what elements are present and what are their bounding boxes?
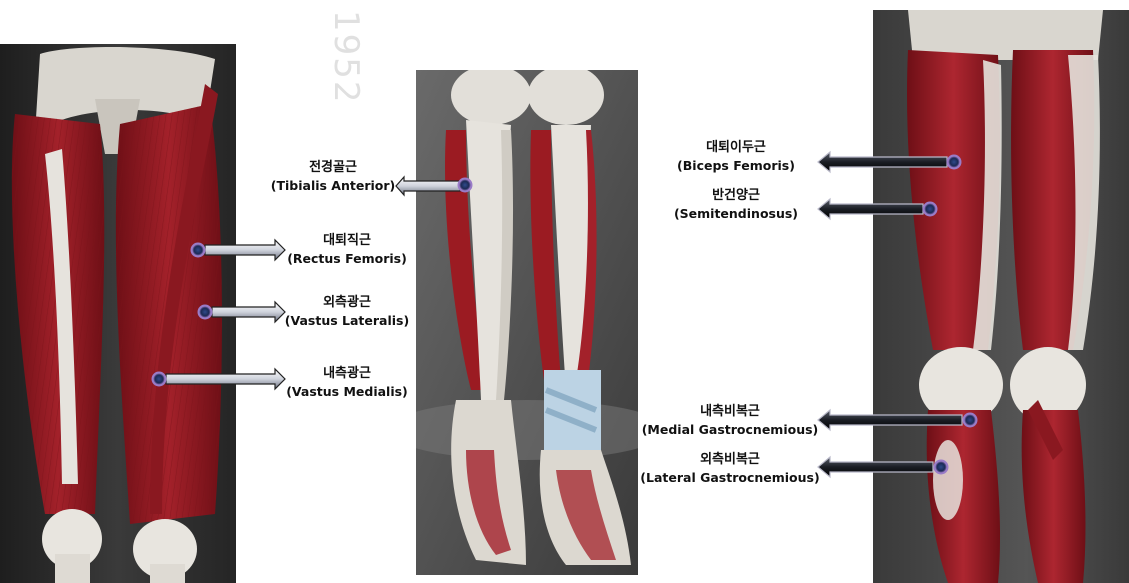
label-lateral-gastrocnemius: 외측비복근 (Lateral Gastrocnemious) — [640, 451, 820, 487]
label-medial-gastrocnemius: 내측비복근 (Medial Gastrocnemious) — [640, 403, 820, 439]
label-vastus-medialis: 내측광근 (Vastus Medialis) — [282, 365, 412, 401]
marker-rectus-femoris — [192, 244, 205, 257]
label-rectus-femoris: 대퇴직근 (Rectus Femoris) — [282, 232, 412, 268]
label-biceps-femoris: 대퇴이두근 (Biceps Femoris) — [666, 139, 806, 175]
arrow-biceps-femoris — [818, 152, 961, 172]
arrow-lateral-gastrocnemius — [818, 457, 948, 477]
label-vastus-lateralis: 외측광근 (Vastus Lateralis) — [282, 294, 412, 330]
marker-semitendinosus — [924, 203, 937, 216]
label-biceps-femoris-en: (Biceps Femoris) — [666, 157, 806, 175]
arrow-vastus-lateralis — [199, 302, 286, 322]
arrow-vastus-medialis — [153, 369, 286, 389]
marker-lateral-gastrocnemius — [935, 461, 948, 474]
label-tibialis-anterior: 전경골근 (Tibialis Anterior) — [268, 159, 398, 195]
label-semitendinosus: 반건양근 (Semitendinosus) — [666, 187, 806, 223]
marker-vastus-lateralis — [199, 306, 212, 319]
label-semitendinosus-en: (Semitendinosus) — [666, 205, 806, 223]
label-lateral-gastrocnemius-ko: 외측비복근 — [640, 451, 820, 469]
arrow-medial-gastrocnemius — [818, 410, 977, 430]
label-medial-gastrocnemius-en: (Medial Gastrocnemious) — [640, 421, 820, 439]
label-vastus-medialis-ko: 내측광근 — [282, 365, 412, 383]
arrow-tibialis-anterior — [396, 177, 472, 195]
label-vastus-lateralis-ko: 외측광근 — [282, 294, 412, 312]
arrow-rectus-femoris — [192, 240, 286, 260]
label-vastus-lateralis-en: (Vastus Lateralis) — [282, 312, 412, 330]
label-vastus-medialis-en: (Vastus Medialis) — [282, 383, 412, 401]
label-rectus-femoris-en: (Rectus Femoris) — [282, 250, 412, 268]
label-lateral-gastrocnemius-en: (Lateral Gastrocnemious) — [640, 469, 820, 487]
marker-vastus-medialis — [153, 373, 166, 386]
label-semitendinosus-ko: 반건양근 — [666, 187, 806, 205]
label-medial-gastrocnemius-ko: 내측비복근 — [640, 403, 820, 421]
arrow-semitendinosus — [818, 199, 937, 219]
label-tibialis-anterior-ko: 전경골근 — [268, 159, 398, 177]
marker-biceps-femoris — [948, 156, 961, 169]
label-rectus-femoris-ko: 대퇴직근 — [282, 232, 412, 250]
marker-medial-gastrocnemius — [964, 414, 977, 427]
label-biceps-femoris-ko: 대퇴이두근 — [666, 139, 806, 157]
marker-tibialis-anterior — [459, 179, 472, 192]
label-tibialis-anterior-en: (Tibialis Anterior) — [268, 177, 398, 195]
